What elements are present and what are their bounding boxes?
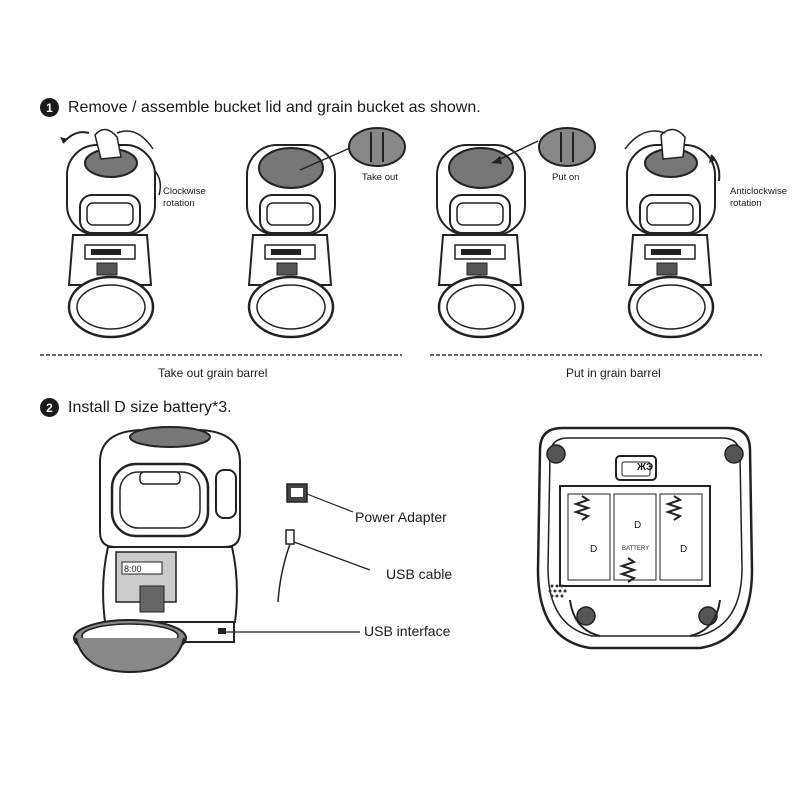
usb-interface-label: USB interface xyxy=(364,623,451,639)
feeder-illustration-4 xyxy=(624,128,721,339)
take-out-label: Take out xyxy=(362,172,398,183)
step-1-number: 1 xyxy=(40,98,59,117)
battery-center-label: D xyxy=(634,520,642,531)
step-2-title: Install D size battery*3. xyxy=(68,398,232,416)
battery-left-label: D xyxy=(590,544,598,555)
step-2-number: 2 xyxy=(40,398,59,417)
put-on-label: Put on xyxy=(552,172,580,183)
battery-center-sub-label: BATTERY xyxy=(622,546,650,552)
battery-right-label: D xyxy=(680,544,688,555)
feeder-illustration-1 xyxy=(60,128,162,339)
power-adapter-label: Power Adapter xyxy=(355,509,447,525)
feeder-illustration-2 xyxy=(246,127,406,339)
brand-mark: ЖЭ xyxy=(637,462,654,473)
step-1-heading: 1 Remove / assemble bucket lid and grain… xyxy=(40,98,481,117)
svg-text:8:00: 8:00 xyxy=(124,564,142,574)
step-2-heading: 2 Install D size battery*3. xyxy=(40,398,232,417)
usb-cable-label: USB cable xyxy=(386,566,453,582)
put-in-barrel-caption: Put in grain barrel xyxy=(566,366,661,380)
take-out-barrel-caption: Take out grain barrel xyxy=(158,366,268,380)
feeder-side-view: 8:00 xyxy=(73,426,371,674)
clockwise-rotation-label: Clockwise rotation xyxy=(163,186,206,209)
step-1-title: Remove / assemble bucket lid and grain b… xyxy=(68,98,481,116)
anticlockwise-rotation-label: Anticlockwise rotation xyxy=(730,186,788,209)
battery-bottom-view xyxy=(536,426,754,650)
feeder-illustration-3 xyxy=(436,127,596,339)
